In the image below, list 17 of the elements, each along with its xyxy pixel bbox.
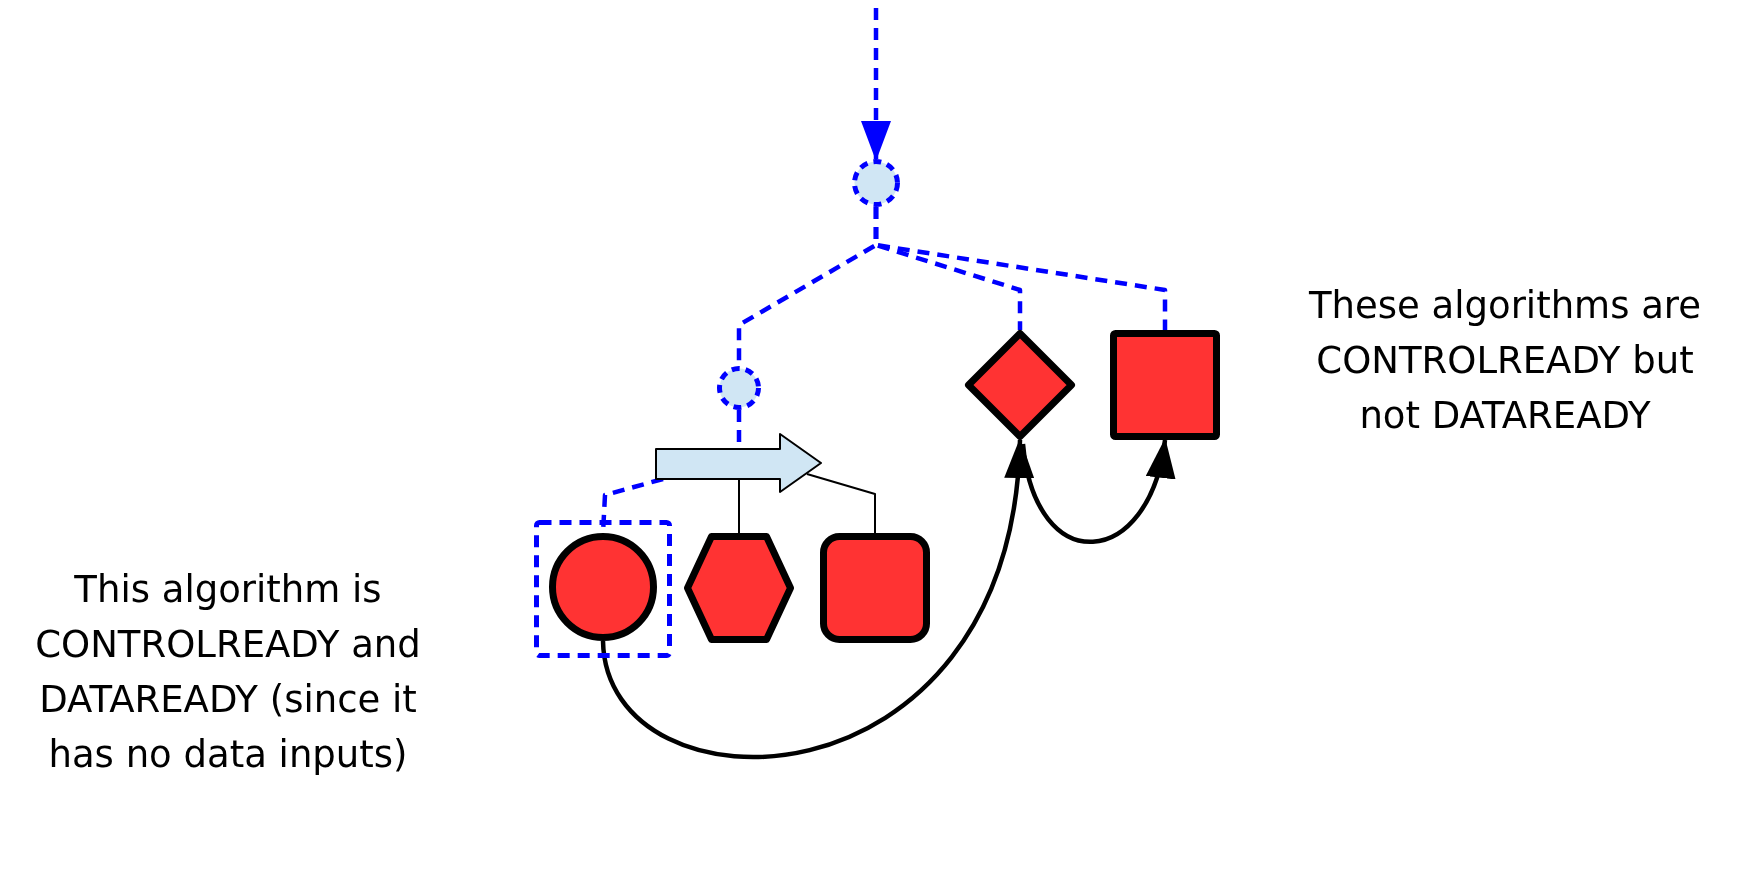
- block-arrow-node: [655, 433, 822, 493]
- connector-line: [873, 207, 1168, 330]
- square-node: [1110, 330, 1220, 440]
- connector-line: [806, 473, 876, 534]
- arrow: [1020, 438, 1173, 544]
- hexagon-node: [684, 533, 794, 643]
- note-text: These algorithms are CONTROLREADY but not DATAREADY: [1307, 283, 1703, 439]
- rounded-square-node: [820, 533, 930, 643]
- dashed-circle: [852, 159, 900, 207]
- circle-node: [549, 533, 657, 641]
- arrow: [600, 438, 1031, 759]
- note-text: This algorithm is CONTROLREADY and DATAREADY (since it has no data inputs): [34, 567, 422, 778]
- connector-line: [738, 478, 740, 534]
- dashed-circle: [717, 366, 761, 410]
- diamond-node: [965, 330, 1075, 440]
- dashed-frame: [534, 520, 672, 658]
- arrow: [861, 8, 891, 161]
